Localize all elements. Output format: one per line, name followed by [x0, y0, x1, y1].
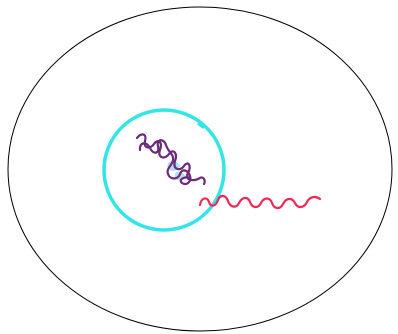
wavy-strand: [198, 194, 322, 210]
inner-circle-tick: [197, 122, 205, 129]
double-helix-strand: [135, 133, 206, 186]
inner-nucleus-circle: [102, 108, 226, 232]
outer-cell-outline: [7, 6, 393, 332]
